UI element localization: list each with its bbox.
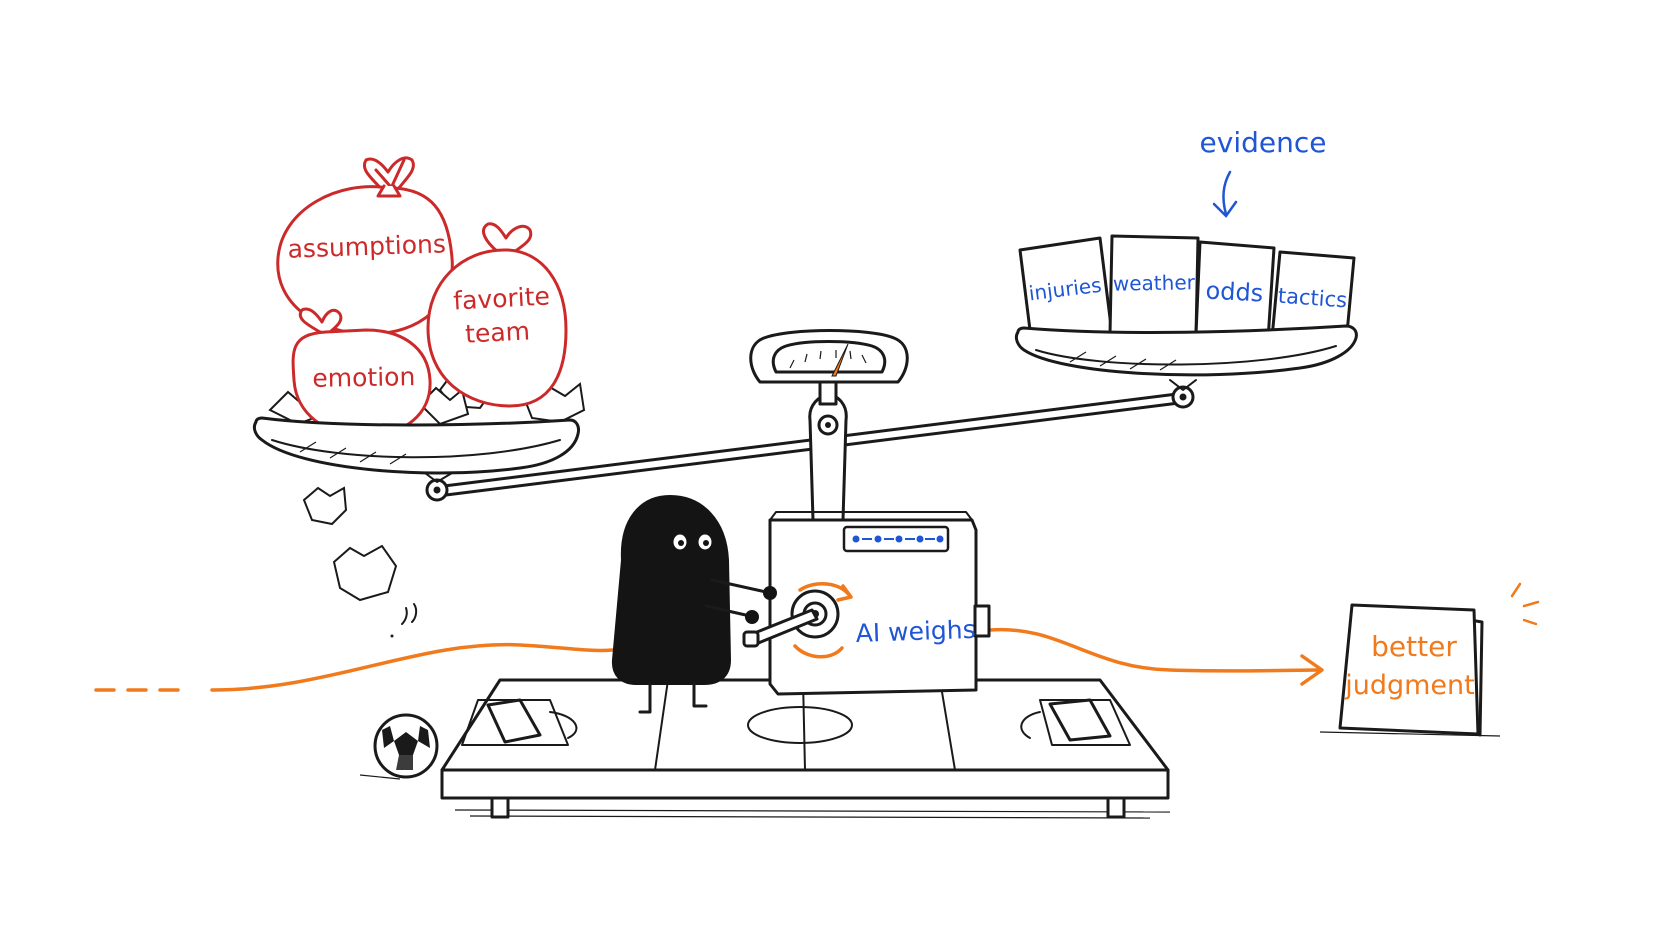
flow-arrow-head-icon (1300, 654, 1324, 686)
evidence-card-icon-odds: odds (1194, 240, 1276, 342)
card-label-tactics: tactics (1277, 284, 1348, 313)
character-icon (611, 494, 777, 714)
sack-label-assumptions: assumptions (287, 229, 446, 264)
evidence-card-icon-injuries: injuries (1018, 236, 1114, 348)
sack-label-favorite: favorite (453, 282, 551, 316)
card-label-weather: weather (1113, 270, 1196, 295)
flow-line (94, 627, 1324, 692)
soccer-field-base (440, 678, 1171, 819)
soccer-ball-icon (359, 713, 439, 780)
falling-paper-icon (302, 486, 348, 526)
sack-label-team: team (464, 316, 530, 348)
left-pan: assumptions favorite team emotion (252, 156, 586, 638)
sack-label-emotion: emotion (312, 362, 415, 393)
evidence-card-icon-weather: weather (1108, 234, 1200, 338)
better-judgment-sign: better judgment (1319, 582, 1540, 737)
bias-sack-icon-assumptions: assumptions (276, 156, 454, 336)
machine-label: AI weighs (855, 615, 976, 648)
sign-label-judgment: judgment (1344, 670, 1475, 701)
right-pan: evidence injuries weather odds tactics (1014, 126, 1358, 377)
crank-icon (742, 589, 840, 648)
sign-label-better: better (1371, 630, 1457, 663)
emphasis-marks-icon (1510, 582, 1540, 626)
evidence-label: evidence (1200, 126, 1327, 159)
gauge-icon (749, 329, 909, 384)
bias-sack-icon-favorite-team: favorite team (426, 222, 568, 408)
evidence-arrow-icon (1212, 170, 1238, 218)
evidence-card-icon-tactics: tactics (1270, 250, 1356, 346)
falling-paper-icon (332, 544, 398, 602)
balance-beam (424, 379, 1197, 502)
indicator-lights (852, 535, 944, 543)
card-label-odds: odds (1205, 277, 1264, 308)
ai-machine: AI weighs (742, 511, 991, 696)
scale-post (808, 378, 848, 522)
